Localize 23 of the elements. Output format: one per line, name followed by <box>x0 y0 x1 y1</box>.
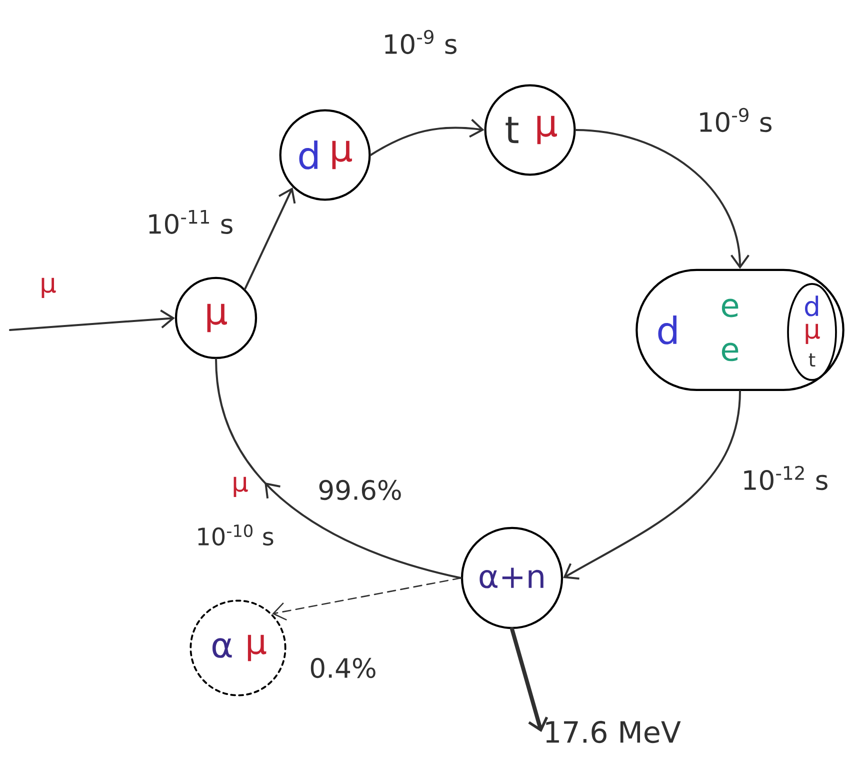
edge-label: 10$^{-12}$ s <box>738 463 832 493</box>
edge-label: 10$^{-9}$ s <box>694 105 776 135</box>
time-label: 10$^{-10}$ s <box>192 522 278 548</box>
edge-label: 10$^{-9}$ s <box>380 27 460 57</box>
ellipse-node: d μ t <box>787 283 837 381</box>
edge-label: 0.4% <box>306 655 380 681</box>
edge-label: μ <box>36 275 60 301</box>
arrow <box>272 577 462 621</box>
circle-node: t μ <box>484 84 576 176</box>
edge-label: 99.6% <box>314 477 406 503</box>
circle-node: d μ <box>279 109 371 201</box>
arrow <box>370 118 484 156</box>
arrow <box>244 187 296 290</box>
edge-label: 10$^{-11}$ s <box>144 207 236 237</box>
arrow <box>574 129 750 269</box>
arrow <box>563 390 741 580</box>
arrow <box>9 310 175 331</box>
energy-label: 17.6 MeV <box>546 720 681 744</box>
time-label: μ <box>228 474 252 500</box>
circle-node: μ <box>174 276 258 360</box>
dashed-circle-node: α μ <box>190 600 286 696</box>
circle-node: α+n <box>460 526 564 630</box>
arrow <box>510 627 548 732</box>
